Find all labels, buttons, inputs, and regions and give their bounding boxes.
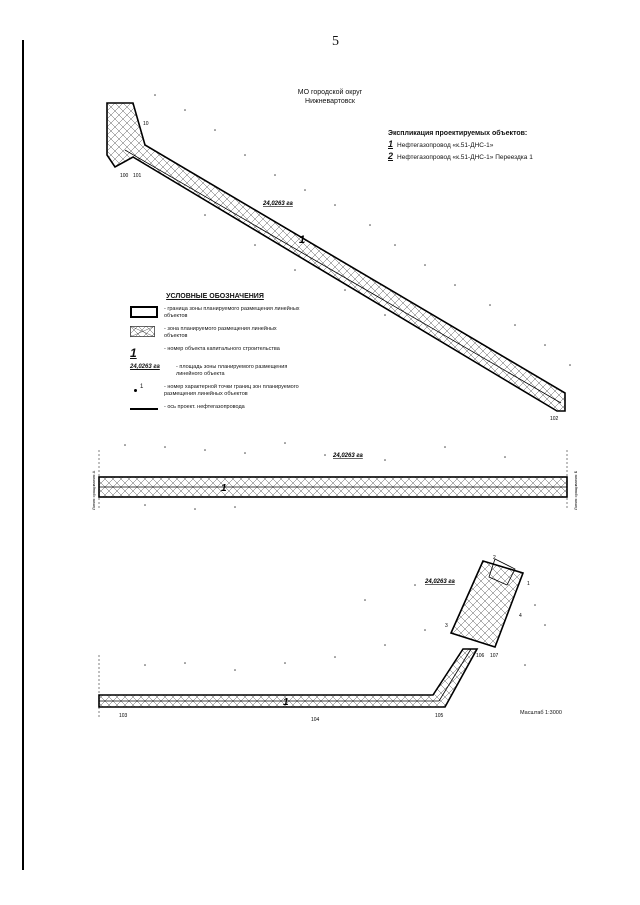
point-label-106: 106 [476,653,485,659]
pad-zone [449,560,525,648]
title-line-2: Нижневартовск [305,98,355,105]
pipeline-axis [124,149,562,404]
object-number: 1 [221,483,227,494]
object-number-sample: 1 [130,346,137,360]
legend-item-label: - граница зоны планируемого размещения л… [164,306,300,319]
pipeline-axis-bend [438,648,472,702]
point-label-1: 1 [527,581,530,587]
point-label-102: 102 [550,416,559,420]
legend-title: УСЛОВНЫЕ ОБОЗНАЧЕНИЯ [166,293,264,300]
pad-subzone [488,558,516,586]
legend-item: - зона планируемого размещения линейных … [129,325,300,340]
legend-item-label: - номер характерной точки границ зон пла… [164,384,299,397]
point-label-105: 105 [435,713,444,719]
legend-item: - ось проект. нефтегазопровода [130,404,300,416]
explication-item-label: Нефтегазопровод «к.51-ДНС-1» [397,142,494,149]
cut-label-right: Линия сращивания Б [573,470,578,510]
legend-item-label: - номер объекта капитального строительст… [164,346,280,352]
object-number: 1 [299,234,305,246]
boundary-symbol [130,306,160,318]
object-number: 1 [283,697,289,708]
point-label-101: 101 [133,173,142,179]
title-line-1: МО городской округ [297,89,363,96]
survey-points [144,584,546,671]
point-label-104: 104 [311,717,320,723]
survey-points [124,442,506,510]
legend-item: 1 - номер характерной точки границ зон п… [130,384,300,398]
point-label-100: 100 [120,173,129,179]
legend-item-label: - площадь зоны планируемого размещения л… [176,364,288,377]
explication-title: Экспликация проектируемых объектов: [388,130,528,137]
area-label: 24,0263 га [332,453,363,459]
binding-margin-line [22,40,24,870]
survey-points [154,94,571,366]
point-label-103: 103 [119,713,128,719]
point-sample-number: 1 [140,384,144,390]
legend-item: - граница зоны планируемого размещения л… [130,306,300,320]
explication-item-number: 1 [388,139,394,149]
explication-item-label: Нефтегазопровод «к.51-ДНС-1» Переездка 1 [397,154,533,161]
legend-item-label: - зона планируемого размещения линейных … [164,326,277,339]
legend-item: 24,0263 га - площадь зоны планируемого р… [130,364,300,378]
hatch-symbol [129,325,160,338]
drawing-2-straight-corridor: Линия сращивания А Линия сращивания Б 24… [91,442,578,510]
municipality-title: МО городской округ Нижневартовск [290,88,370,106]
area-label: 24,0263 га [262,201,293,207]
point-label-4: 4 [519,613,522,619]
area-label: 24,0263 га [424,579,455,585]
cut-label-left: Линия сращивания А [91,470,96,510]
legend-item: 1 - номер объекта капитального строитель… [130,346,300,360]
legend-item-label: - ось проект. нефтегазопровода [164,404,245,410]
point-sample: 1 [130,384,160,396]
legend: УСЛОВНЫЕ ОБОЗНАЧЕНИЯ - граница зоны план… [129,293,300,422]
point-label-3: 3 [445,623,448,629]
scale-label: Масштаб 1:3000 [520,710,562,716]
drawing-3-bend-corridor: 24,0263 га 1 103 104 105 106 107 1 2 3 4 [98,555,546,723]
axis-symbol [130,404,160,416]
drawing-1-diagonal-corridor: 10 100 101 102 24,0263 га 1 [106,94,571,420]
point-label-2: 2 [493,555,496,561]
point-label-10: 10 [143,121,149,127]
area-sample: 24,0263 га [130,364,160,370]
corridor-zone [106,102,566,412]
page-number: 5 [332,34,339,49]
point-label-107: 107 [490,653,499,659]
explication-item-number: 2 [388,151,394,161]
